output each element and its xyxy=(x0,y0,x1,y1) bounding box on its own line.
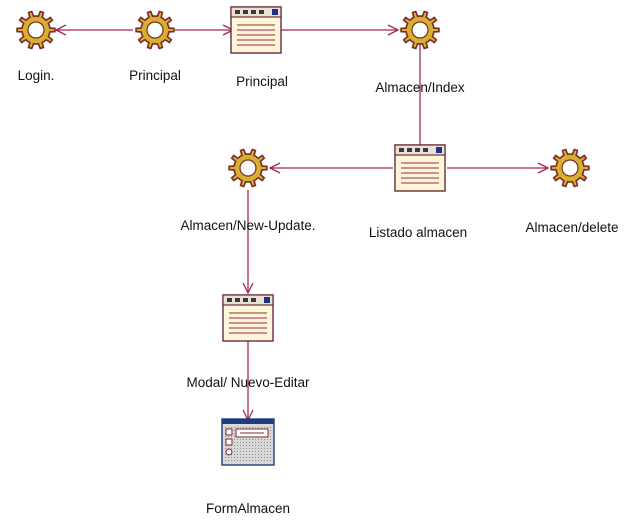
page-icon xyxy=(394,144,446,192)
page-icon xyxy=(222,294,274,342)
gear-icon xyxy=(135,10,175,50)
gear-icon xyxy=(16,10,56,50)
node-label-principal-page: Principal xyxy=(236,74,288,89)
node-label-almacen-index: Almacen/Index xyxy=(375,80,465,95)
node-label-login: Login. xyxy=(17,68,55,83)
nodes-layer xyxy=(16,6,590,466)
node-label-almacen-new-update: Almacen/New-Update. xyxy=(180,218,316,233)
node-label-form-almacen: FormAlmacen xyxy=(205,501,291,516)
node-label-almacen-delete: Almacen/delete xyxy=(525,220,619,235)
gear-icon xyxy=(400,10,440,50)
node-label-listado-almacen: Listado almacen xyxy=(368,225,468,240)
node-label-modal-nuevo-editar: Modal/ Nuevo-Editar xyxy=(186,375,310,390)
node-label-principal-ctrl: Principal xyxy=(129,68,181,83)
gear-icon xyxy=(550,148,590,188)
form-icon xyxy=(221,418,275,466)
edges-layer xyxy=(56,30,548,420)
gear-icon xyxy=(228,148,268,188)
page-icon xyxy=(230,6,282,54)
